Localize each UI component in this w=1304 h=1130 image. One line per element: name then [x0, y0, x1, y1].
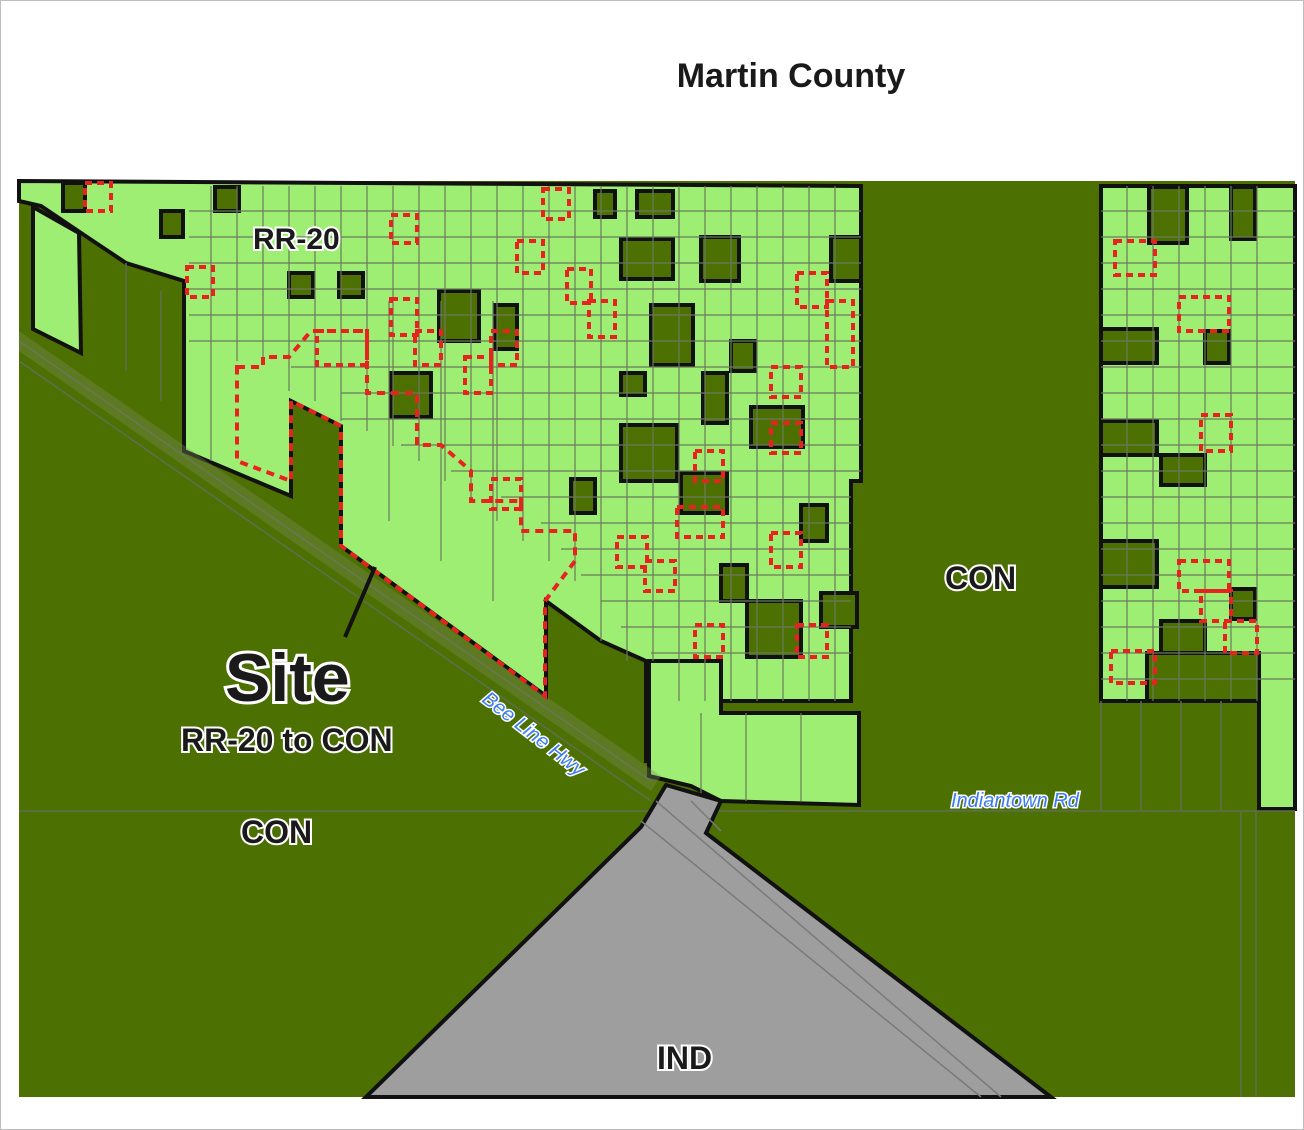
map-title: Martin County — [676, 57, 906, 95]
site-dashed-parcels — [83, 181, 1259, 685]
bee-line-hwy-corridor — [19, 331, 661, 791]
ind-road-lines — [640, 800, 1002, 1098]
site-leader-line — [343, 566, 377, 638]
rr20-west-finger — [31, 203, 84, 357]
rr20-zone-label: RR-20 — [253, 223, 340, 256]
site-outline — [235, 329, 577, 700]
indiantown-rd-label: Indiantown Rd — [951, 790, 1080, 812]
parcel-grid — [189, 186, 1295, 801]
site-title: Site — [225, 640, 350, 716]
con-zone-label-southwest: CON — [241, 814, 312, 850]
site-subtitle: RR-20 to CON — [181, 722, 393, 758]
ind-zone-label: IND — [657, 1040, 712, 1076]
ind-zone — [361, 782, 1057, 1099]
con-zone-label-east: CON — [945, 560, 1016, 596]
